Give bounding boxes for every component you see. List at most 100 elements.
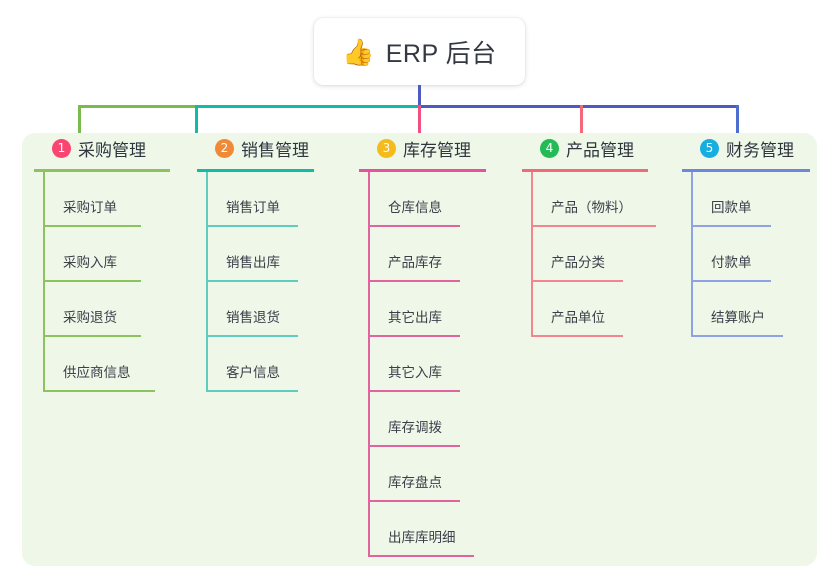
column-title-2: 销售管理 — [241, 140, 309, 160]
column-items-4: 产品（物料） 产品分类 产品单位 — [531, 172, 682, 337]
list-item[interactable]: 销售订单 — [208, 172, 347, 227]
root-node-title: ERP 后台 — [385, 39, 497, 68]
list-item[interactable]: 采购订单 — [45, 172, 184, 227]
list-item-label: 产品库存 — [388, 255, 442, 270]
list-item[interactable]: 销售退货 — [208, 282, 347, 337]
list-item-rule — [45, 280, 141, 282]
list-item-label: 其它出库 — [388, 310, 442, 325]
list-item[interactable]: 采购退货 — [45, 282, 184, 337]
column-purchasing: 1 采购管理 采购订单 采购入库 采购退货 供应商信息 — [34, 133, 184, 392]
badge-1-icon: 1 — [52, 138, 71, 158]
thumbs-up-icon: 👍 — [342, 36, 375, 67]
list-item-rule — [370, 280, 460, 282]
list-item[interactable]: 付款单 — [693, 227, 832, 282]
column-stub-3 — [418, 105, 421, 135]
column-header-1[interactable]: 1 采购管理 — [34, 133, 184, 163]
list-item-label: 产品（物料） — [551, 200, 632, 215]
column-rule-2 — [197, 169, 314, 172]
list-item[interactable]: 产品库存 — [370, 227, 519, 282]
badge-5-icon: 5 — [700, 138, 719, 158]
list-item[interactable]: 产品（物料） — [533, 172, 682, 227]
list-item-rule — [208, 390, 298, 392]
column-title-3: 库存管理 — [403, 140, 471, 160]
column-stub-5 — [736, 105, 739, 135]
badge-2-icon: 2 — [215, 138, 234, 158]
badge-3-icon: 3 — [377, 138, 396, 158]
list-item-rule — [208, 280, 298, 282]
list-item-rule — [693, 280, 771, 282]
list-item-label: 付款单 — [711, 255, 752, 270]
column-title-1: 采购管理 — [78, 140, 146, 160]
column-title-5: 财务管理 — [726, 140, 794, 160]
list-item[interactable]: 库存调拨 — [370, 392, 519, 447]
list-item-rule — [208, 335, 298, 337]
list-item-rule — [693, 335, 783, 337]
list-item-rule — [533, 335, 623, 337]
list-item-rule — [370, 225, 460, 227]
list-item-label: 产品单位 — [551, 310, 605, 325]
list-item-label: 出库库明细 — [388, 530, 456, 545]
column-items-3: 仓库信息 产品库存 其它出库 其它入库 库存调拨 — [368, 172, 519, 557]
list-item-rule — [370, 335, 460, 337]
list-item-label: 库存盘点 — [388, 475, 442, 490]
column-items-5: 回款单 付款单 结算账户 — [691, 172, 832, 337]
list-item[interactable]: 客户信息 — [208, 337, 347, 392]
list-item[interactable]: 供应商信息 — [45, 337, 184, 392]
column-items-2: 销售订单 销售出库 销售退货 客户信息 — [206, 172, 347, 392]
column-product: 4 产品管理 产品（物料） 产品分类 产品单位 — [522, 133, 682, 337]
list-item[interactable]: 回款单 — [693, 172, 832, 227]
list-item-label: 采购入库 — [63, 255, 117, 270]
column-header-5[interactable]: 5 财务管理 — [682, 133, 832, 163]
list-item-label: 仓库信息 — [388, 200, 442, 215]
list-item[interactable]: 其它入库 — [370, 337, 519, 392]
column-stub-1 — [78, 105, 81, 135]
column-rule-3 — [359, 169, 486, 172]
root-node[interactable]: 👍 ERP 后台 — [314, 18, 525, 85]
bus-segment-indigo — [418, 105, 738, 108]
list-item[interactable]: 库存盘点 — [370, 447, 519, 502]
list-item-label: 产品分类 — [551, 255, 605, 270]
list-item-label: 采购退货 — [63, 310, 117, 325]
column-rule-4 — [522, 169, 648, 172]
list-item-rule — [370, 445, 460, 447]
bus-segment-green — [78, 105, 198, 108]
column-header-2[interactable]: 2 销售管理 — [197, 133, 347, 163]
list-item-rule — [45, 390, 155, 392]
bus-segment-teal — [196, 105, 420, 108]
list-item-label: 采购订单 — [63, 200, 117, 215]
list-item-label: 销售订单 — [226, 200, 280, 215]
column-sales: 2 销售管理 销售订单 销售出库 销售退货 客户信息 — [197, 133, 347, 392]
list-item[interactable]: 产品分类 — [533, 227, 682, 282]
list-item[interactable]: 采购入库 — [45, 227, 184, 282]
list-item[interactable]: 仓库信息 — [370, 172, 519, 227]
column-stub-2 — [195, 105, 198, 135]
column-header-3[interactable]: 3 库存管理 — [359, 133, 519, 163]
column-title-4: 产品管理 — [566, 140, 634, 160]
list-item-rule — [370, 555, 474, 557]
list-item-rule — [533, 280, 623, 282]
list-item-rule — [533, 225, 656, 227]
diagram-panel: 1 采购管理 采购订单 采购入库 采购退货 供应商信息 — [22, 133, 817, 566]
list-item-rule — [208, 225, 298, 227]
column-rule-1 — [34, 169, 170, 172]
list-item[interactable]: 结算账户 — [693, 282, 832, 337]
column-header-4[interactable]: 4 产品管理 — [522, 133, 682, 163]
list-item-rule — [370, 390, 460, 392]
list-item[interactable]: 产品单位 — [533, 282, 682, 337]
list-item-label: 回款单 — [711, 200, 752, 215]
root-stem-connector — [418, 85, 421, 107]
list-item-label: 供应商信息 — [63, 365, 131, 380]
list-item-label: 库存调拨 — [388, 420, 442, 435]
list-item-label: 结算账户 — [711, 310, 765, 325]
list-item[interactable]: 销售出库 — [208, 227, 347, 282]
list-item-rule — [45, 335, 141, 337]
list-item[interactable]: 其它出库 — [370, 282, 519, 337]
list-item-label: 客户信息 — [226, 365, 280, 380]
badge-4-icon: 4 — [540, 138, 559, 158]
list-item-rule — [370, 500, 460, 502]
column-items-1: 采购订单 采购入库 采购退货 供应商信息 — [43, 172, 184, 392]
list-item-label: 销售退货 — [226, 310, 280, 325]
column-stub-4 — [580, 105, 583, 135]
list-item[interactable]: 出库库明细 — [370, 502, 519, 557]
